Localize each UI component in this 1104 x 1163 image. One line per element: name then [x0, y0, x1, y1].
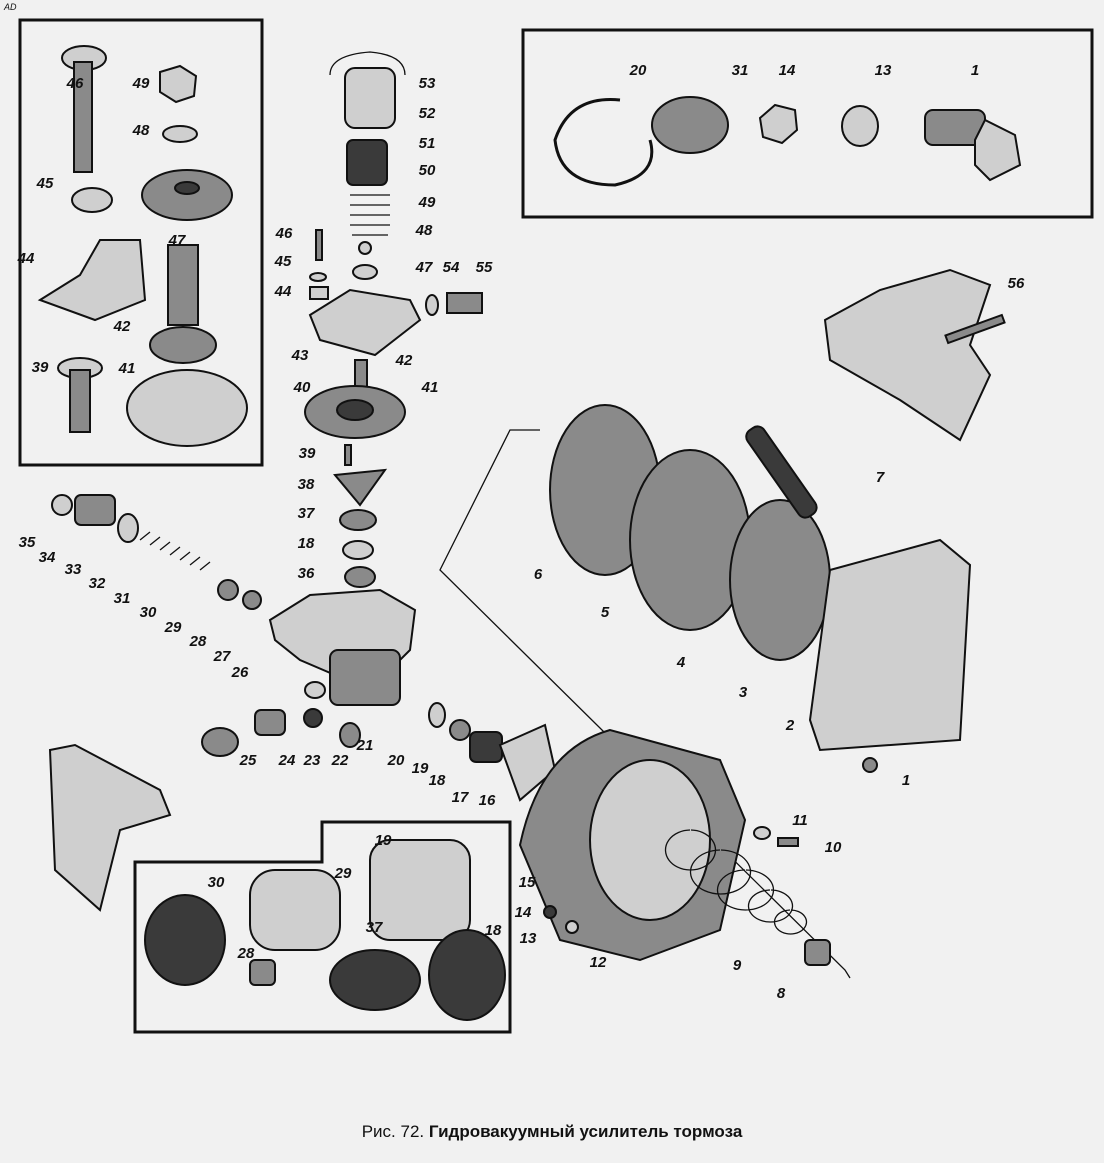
- callout: 15: [519, 874, 536, 891]
- callout: 20: [629, 62, 647, 79]
- callout: 35: [19, 534, 36, 551]
- callout: 39: [299, 445, 316, 462]
- inset-box-hardware: [521, 28, 1094, 219]
- mounting-bracket: [48, 743, 172, 912]
- callout: 10: [825, 839, 842, 856]
- caption-title: Гидровакуумный усилитель тормоза: [428, 1122, 743, 1141]
- callout: 22: [331, 752, 349, 769]
- callouts-left-chain: 35 34 33 32 31 30 29 28 27 26 25 24 23 2…: [19, 534, 496, 809]
- callout: 32: [89, 575, 106, 592]
- callout: 29: [164, 619, 182, 636]
- callout: 50: [419, 162, 436, 179]
- callout: 37: [366, 919, 383, 936]
- callouts-bottom-box: 19 30 29 37 28 18: [208, 832, 502, 962]
- callout: 8: [777, 985, 786, 1002]
- callout: 49: [132, 75, 150, 92]
- caption-prefix: Рис. 72.: [361, 1122, 425, 1141]
- inset-box-fasteners: [18, 18, 264, 467]
- callout: 39: [32, 359, 49, 376]
- inset-box-valve-parts: [133, 820, 512, 1034]
- callout: 9: [733, 957, 742, 974]
- callout: 46: [275, 225, 293, 242]
- callout: 53: [419, 75, 436, 92]
- callout: 28: [237, 945, 255, 962]
- callout: 14: [779, 62, 796, 79]
- callout: 19: [412, 760, 429, 777]
- callout: 29: [334, 865, 352, 882]
- callout: 1: [971, 62, 979, 79]
- callout: 26: [231, 664, 249, 681]
- callout: 48: [132, 122, 150, 139]
- callout: 1: [902, 772, 910, 789]
- parts-chamber: [439, 404, 972, 979]
- callout: 23: [303, 752, 321, 769]
- callout: 48: [415, 222, 433, 239]
- parts-valve-column: [304, 51, 483, 588]
- callout: 45: [274, 253, 292, 270]
- callout: 16: [479, 792, 496, 809]
- callout: 41: [118, 360, 136, 377]
- callout: 42: [113, 318, 131, 335]
- figure-caption: Рис. 72. Гидровакуумный усилитель тормоз…: [0, 1122, 1104, 1142]
- callout: 31: [114, 590, 131, 607]
- callout: 20: [387, 752, 405, 769]
- callout: 28: [189, 633, 207, 650]
- callout: 37: [298, 505, 315, 522]
- callout: 51: [419, 135, 436, 152]
- callout: 44: [17, 250, 35, 267]
- callout: 19: [375, 832, 392, 849]
- callout: 13: [875, 62, 892, 79]
- callout: 30: [140, 604, 157, 621]
- callout: 52: [419, 105, 436, 122]
- callout: 49: [418, 194, 436, 211]
- callout: 30: [208, 874, 225, 891]
- callout: 55: [476, 259, 493, 276]
- callouts-chamber: 6 5 4 3 7 2 1 11 10 15 14 13 12 9 8: [515, 469, 911, 1002]
- callout: 18: [298, 535, 315, 552]
- callout: 31: [732, 62, 749, 79]
- callout: 41: [421, 379, 439, 396]
- callouts-top-left: 46 49 48 45 47 44 42 39 41: [17, 75, 186, 377]
- callout: 13: [520, 930, 537, 947]
- callout: 3: [739, 684, 748, 701]
- callout: 7: [876, 469, 885, 486]
- callout: 25: [239, 752, 257, 769]
- callout: 56: [1008, 275, 1025, 292]
- callout: 18: [429, 772, 446, 789]
- callout: 46: [66, 75, 84, 92]
- callout: 6: [534, 566, 543, 583]
- parts-top-right: [553, 96, 1022, 187]
- callout: 47: [168, 232, 186, 249]
- callout: 44: [274, 283, 292, 300]
- callout: 24: [278, 752, 296, 769]
- callout: 47: [415, 259, 433, 276]
- callout: 4: [676, 654, 686, 671]
- callout: 54: [443, 259, 460, 276]
- callout: 11: [792, 812, 808, 829]
- corner-mark: AD: [4, 2, 17, 12]
- parts-left-chain: [48, 494, 557, 912]
- parts-bottom-box: [144, 839, 506, 1021]
- callout: 45: [36, 175, 54, 192]
- callout: 14: [515, 904, 532, 921]
- callouts-valve-column: 53 52 51 50 49 48 47 46 45 44 54 55 43 4…: [274, 75, 493, 582]
- callout: 40: [293, 379, 311, 396]
- callout: 5: [601, 604, 610, 621]
- callout: 38: [298, 476, 315, 493]
- callout: 12: [590, 954, 607, 971]
- callout: 21: [356, 737, 374, 754]
- callout: 42: [395, 352, 413, 369]
- callout: 17: [452, 789, 469, 806]
- callout: 2: [785, 717, 795, 734]
- callout: 34: [39, 549, 56, 566]
- callouts-top-right: 20 31 14 13 1 56: [629, 62, 1025, 292]
- callout: 27: [213, 648, 231, 665]
- callout: 43: [291, 347, 309, 364]
- callout: 18: [485, 922, 502, 939]
- callout: 33: [65, 561, 82, 578]
- callout: 36: [298, 565, 315, 582]
- parts-bracket: [823, 268, 1006, 442]
- parts-top-left: [37, 45, 248, 447]
